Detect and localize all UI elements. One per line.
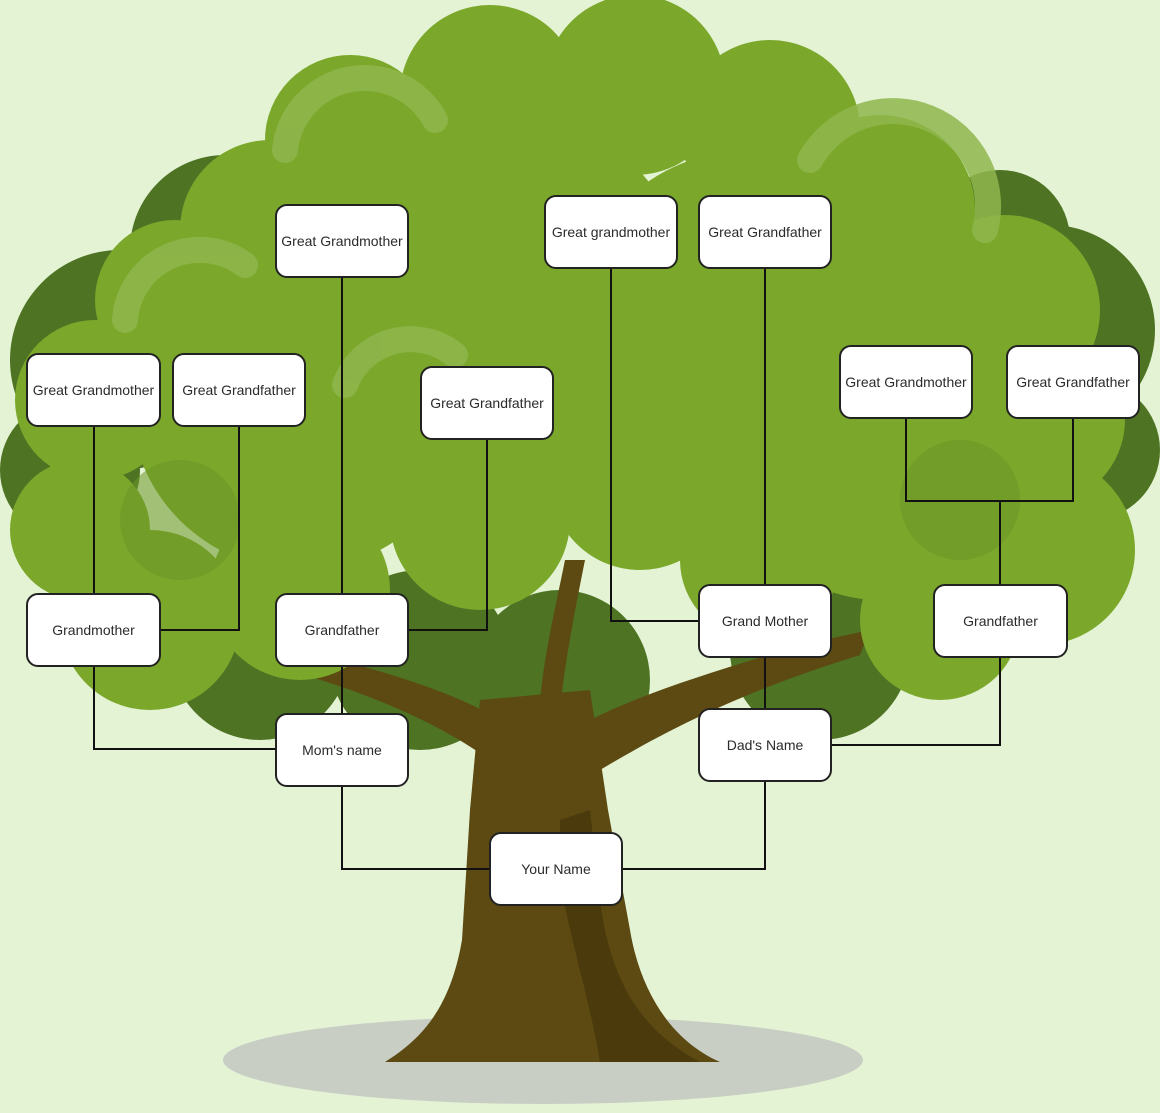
great-grandmother-box[interactable]: Great grandmother: [544, 195, 678, 269]
great-grandmother-box[interactable]: Great Grandmother: [26, 353, 161, 427]
your-name-box[interactable]: Your Name: [489, 832, 623, 906]
grandmother-box[interactable]: Grand Mother: [698, 584, 832, 658]
great-grandmother-box[interactable]: Great Grandmother: [839, 345, 973, 419]
grandmother-box[interactable]: Grandmother: [26, 593, 161, 667]
great-grandfather-box[interactable]: Great Grandfather: [172, 353, 306, 427]
dad-box[interactable]: Dad's Name: [698, 708, 832, 782]
connector-lines: [93, 269, 1074, 870]
mom-box[interactable]: Mom's name: [275, 713, 409, 787]
great-grandfather-box[interactable]: Great Grandfather: [420, 366, 554, 440]
great-grandfather-box[interactable]: Great Grandfather: [698, 195, 832, 269]
grandfather-box[interactable]: Grandfather: [933, 584, 1068, 658]
great-grandfather-box[interactable]: Great Grandfather: [1006, 345, 1140, 419]
foliage-highlights: [112, 65, 1002, 398]
great-grandmother-box[interactable]: Great Grandmother: [275, 204, 409, 278]
grandfather-box[interactable]: Grandfather: [275, 593, 409, 667]
